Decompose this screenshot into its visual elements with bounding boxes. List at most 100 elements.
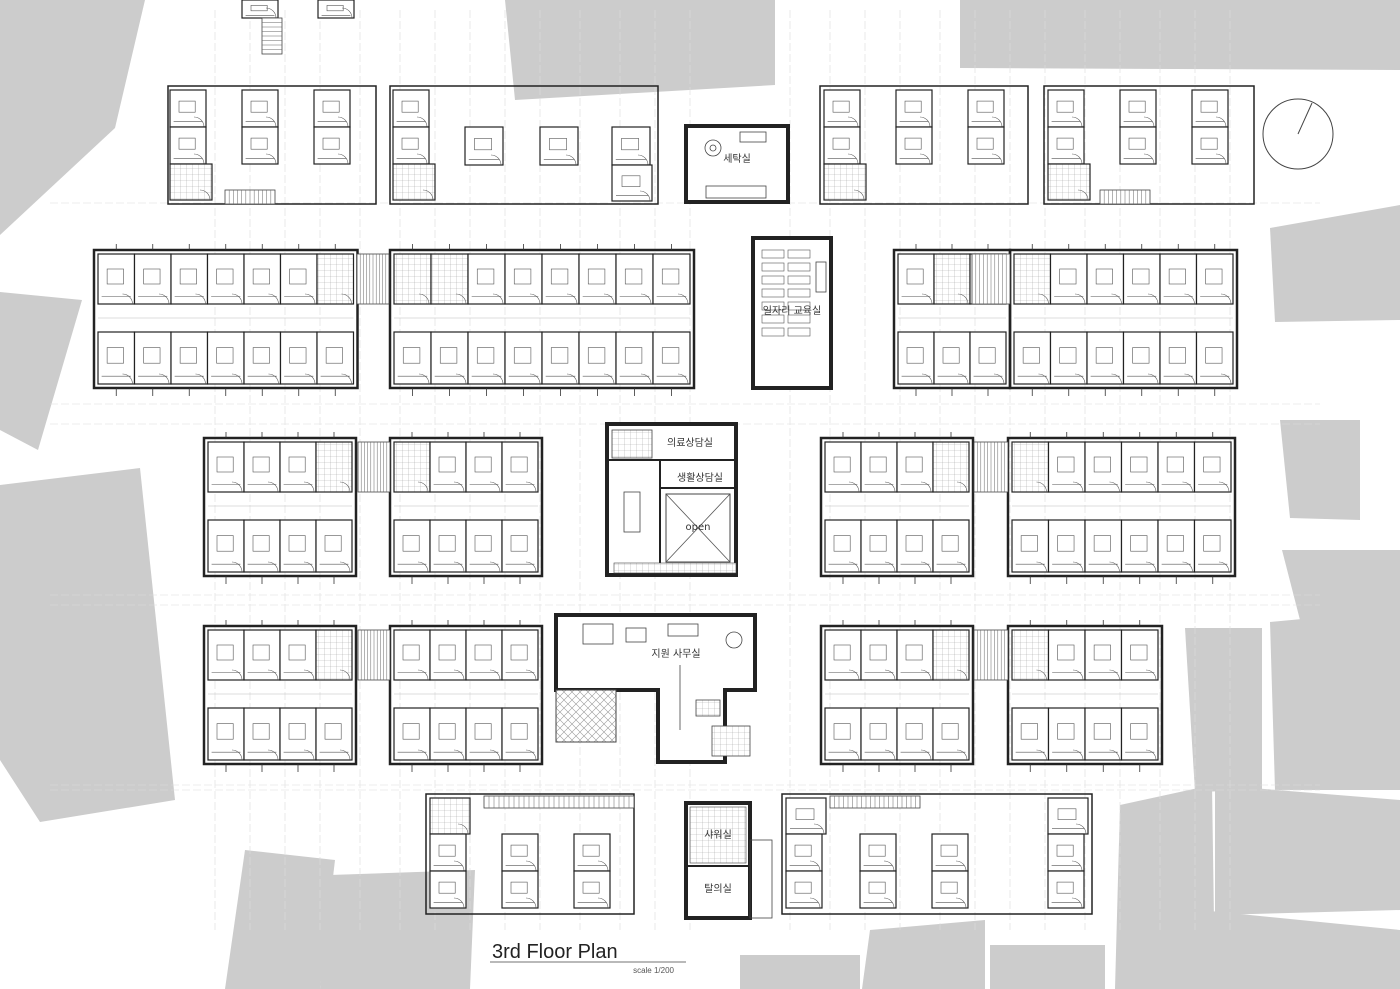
laundry-label: 세탁실 xyxy=(723,153,751,165)
room-unit xyxy=(932,707,970,761)
room-unit xyxy=(1120,441,1159,493)
job-education-room: 일자리 교육실 xyxy=(751,236,833,390)
room-unit xyxy=(652,253,691,305)
residential-cluster xyxy=(859,833,969,909)
neighbor-building xyxy=(0,0,145,235)
room-unit xyxy=(1013,331,1052,385)
room-unit xyxy=(504,253,543,305)
room-unit xyxy=(279,441,317,493)
room-unit xyxy=(1086,253,1125,305)
room-unit xyxy=(933,331,971,385)
room-unit xyxy=(393,253,432,305)
room-unit xyxy=(1084,519,1123,573)
residential-wing xyxy=(92,244,359,396)
room-unit xyxy=(467,331,506,385)
plan-scale: scale 1/200 xyxy=(633,966,674,975)
desk xyxy=(761,314,785,324)
room-unit xyxy=(501,441,539,493)
room-unit xyxy=(1011,707,1050,761)
room-unit xyxy=(895,89,933,128)
stair xyxy=(356,253,390,305)
room-unit xyxy=(169,126,207,165)
room-unit xyxy=(429,870,467,909)
room-unit xyxy=(430,331,469,385)
room-unit xyxy=(393,331,432,385)
room-unit xyxy=(652,331,691,385)
room-unit xyxy=(1011,629,1050,681)
room-unit xyxy=(1047,519,1086,573)
stair xyxy=(973,629,1009,681)
room-unit xyxy=(573,870,611,909)
room-unit xyxy=(279,707,317,761)
room-unit xyxy=(895,126,933,165)
room-unit xyxy=(316,331,355,385)
room-unit xyxy=(465,707,503,761)
cluster-outline xyxy=(389,85,659,205)
room-unit xyxy=(393,707,431,761)
desk xyxy=(787,249,811,259)
room-unit xyxy=(1086,331,1125,385)
neighbor-building xyxy=(1115,785,1215,989)
dressing-label: 탈의실 xyxy=(704,882,732,895)
room-unit xyxy=(967,126,1005,165)
room-unit xyxy=(824,519,862,573)
stair xyxy=(261,17,283,55)
room-unit xyxy=(1122,253,1161,305)
neighbor-building xyxy=(1280,420,1360,520)
room-unit xyxy=(315,519,353,573)
residential-wing xyxy=(388,432,544,584)
room-unit xyxy=(392,126,430,165)
room-unit xyxy=(243,331,282,385)
residential-wing xyxy=(819,432,975,584)
desk xyxy=(787,301,811,311)
room-unit xyxy=(501,870,539,909)
residential-cluster xyxy=(429,833,467,909)
room-unit xyxy=(313,89,351,128)
laundry-room: 세탁실 xyxy=(684,124,790,204)
room-unit xyxy=(823,126,861,165)
room-unit xyxy=(133,331,172,385)
residential-wing xyxy=(1008,244,1239,396)
room-unit xyxy=(315,441,353,493)
room-unit xyxy=(465,629,503,681)
residential-wing xyxy=(1006,620,1164,772)
room-unit xyxy=(1047,89,1085,128)
room-unit xyxy=(97,331,136,385)
room-unit xyxy=(1011,441,1050,493)
cluster-outline xyxy=(819,85,1029,205)
neighbor-building xyxy=(1215,785,1400,915)
stair xyxy=(357,441,391,493)
room-unit xyxy=(896,629,934,681)
cluster-outline xyxy=(425,793,635,915)
room-unit xyxy=(824,629,862,681)
room-unit xyxy=(541,331,580,385)
room-unit xyxy=(1049,253,1088,305)
residential-wing xyxy=(819,620,975,772)
life-counseling-label: 생활상담실 xyxy=(677,471,723,484)
job-education-label: 일자리 교육실 xyxy=(763,305,821,317)
stair xyxy=(483,795,635,809)
room-unit xyxy=(207,441,245,493)
room-unit xyxy=(429,797,471,835)
room-unit xyxy=(823,163,867,201)
room-unit xyxy=(967,89,1005,128)
room-unit xyxy=(932,519,970,573)
neighbor-building xyxy=(990,945,1105,989)
room-unit xyxy=(931,833,969,872)
residential-wing xyxy=(202,432,358,584)
room-unit xyxy=(243,629,281,681)
room-unit xyxy=(578,331,617,385)
room-unit xyxy=(615,253,654,305)
round-tank xyxy=(1262,98,1334,170)
room-unit xyxy=(859,870,897,909)
residential-cluster xyxy=(501,833,611,909)
room-unit xyxy=(1047,707,1086,761)
neighbor-building xyxy=(0,468,175,822)
neighbor-building xyxy=(1185,628,1262,792)
room-unit xyxy=(133,253,172,305)
room-unit xyxy=(1084,441,1123,493)
room-unit xyxy=(393,629,431,681)
room-unit xyxy=(896,707,934,761)
room-unit xyxy=(207,707,245,761)
